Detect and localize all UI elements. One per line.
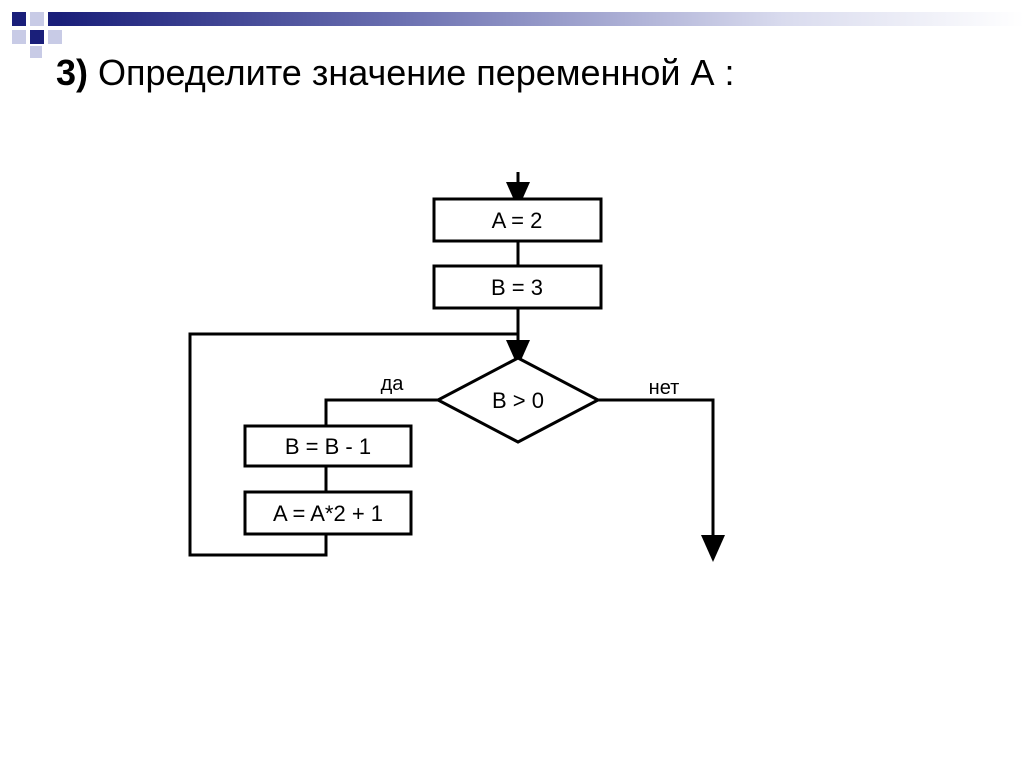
deco-square [30, 12, 44, 26]
header-decoration [12, 12, 1024, 58]
update-a-text: A = A*2 + 1 [273, 501, 383, 526]
deco-square [12, 12, 26, 26]
update-a-block [243, 490, 413, 536]
page-title: 3) Определите значение переменной А : [56, 52, 734, 94]
assign-b-text: B = 3 [491, 275, 543, 300]
loop-back-line [188, 332, 518, 557]
yes-label: да [381, 373, 405, 395]
header-gradient-line [60, 12, 1024, 26]
deco-square [30, 30, 44, 44]
deco-square [30, 46, 42, 58]
decrement-b-text: B = B - 1 [285, 434, 371, 459]
assign-b-block [432, 264, 603, 310]
task-number: 3) [56, 52, 89, 93]
task-text: Определите значение переменной А : [98, 52, 735, 93]
condition-text: B > 0 [492, 388, 544, 413]
yes-branch-line [324, 398, 438, 426]
deco-square [12, 30, 26, 44]
no-label: нет [649, 377, 680, 399]
decrement-b-block [243, 424, 413, 468]
assign-a-text: A = 2 [492, 208, 543, 233]
no-branch-line [598, 398, 725, 562]
deco-square [48, 12, 62, 26]
condition-diamond [434, 356, 602, 444]
deco-square [48, 30, 62, 44]
